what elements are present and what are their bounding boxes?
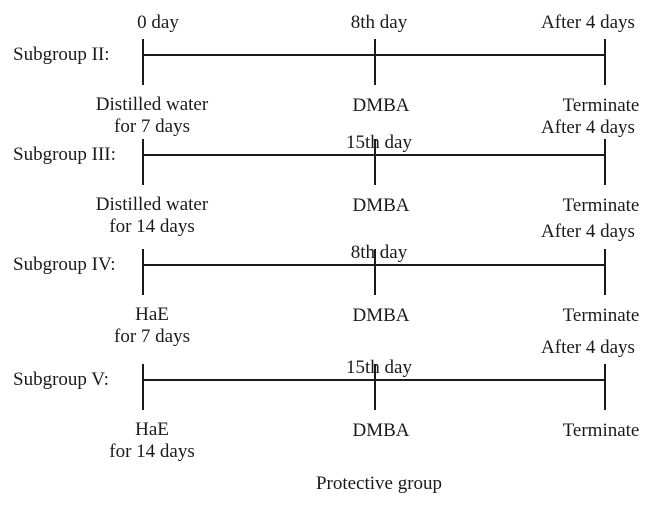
subgroup-label: Subgroup V: [13, 369, 109, 390]
end-event-label: Terminate [562, 195, 640, 216]
time-label-mid: 15th day [346, 132, 412, 153]
start-event-line2: for 7 days [114, 326, 190, 347]
subgroup-label: Subgroup IV: [13, 254, 116, 275]
end-event-label: Terminate [562, 305, 640, 326]
start-event-line2: for 14 days [109, 216, 195, 237]
start-event-label: Distilled water for 7 days [96, 94, 208, 138]
start-event-line1: HaE [135, 304, 169, 325]
end-tick [604, 249, 606, 295]
mid-tick [374, 364, 376, 410]
time-label-mid: 8th day [350, 12, 408, 33]
time-label-start: 0 day [137, 12, 179, 33]
figure-caption: Protective group [315, 473, 443, 494]
time-label-end: After 4 days [541, 337, 635, 358]
start-event-label: HaE for 7 days [114, 304, 190, 348]
mid-event-label: DMBA [352, 195, 410, 216]
end-tick [604, 39, 606, 85]
start-event-line2: for 14 days [109, 441, 195, 462]
end-tick [604, 364, 606, 410]
start-tick [142, 364, 144, 410]
start-event-label: Distilled water for 14 days [96, 194, 208, 238]
mid-event-label: DMBA [352, 420, 410, 441]
start-event-label: HaE for 14 days [109, 419, 194, 463]
end-event-label: Terminate [562, 95, 640, 116]
time-label-mid: 8th day [350, 242, 408, 263]
mid-tick [374, 139, 376, 185]
time-label-end: After 4 days [541, 221, 635, 242]
mid-tick [374, 249, 376, 295]
time-label-end: After 4 days [541, 117, 635, 138]
subgroup-label: Subgroup III: [13, 144, 116, 165]
time-label-mid: 15th day [346, 357, 412, 378]
start-tick [142, 249, 144, 295]
end-event-label: Terminate [562, 420, 640, 441]
end-tick [604, 139, 606, 185]
mid-tick [374, 39, 376, 85]
mid-event-label: DMBA [352, 305, 410, 326]
subgroup-label: Subgroup II: [13, 44, 110, 65]
start-tick [142, 39, 144, 85]
start-tick [142, 139, 144, 185]
start-event-line1: HaE [135, 419, 169, 440]
start-event-line1: Distilled water [95, 94, 209, 115]
mid-event-label: DMBA [352, 95, 410, 116]
start-event-line1: Distilled water [95, 194, 209, 215]
start-event-line2: for 7 days [114, 116, 190, 137]
time-label-end: After 4 days [541, 12, 635, 33]
